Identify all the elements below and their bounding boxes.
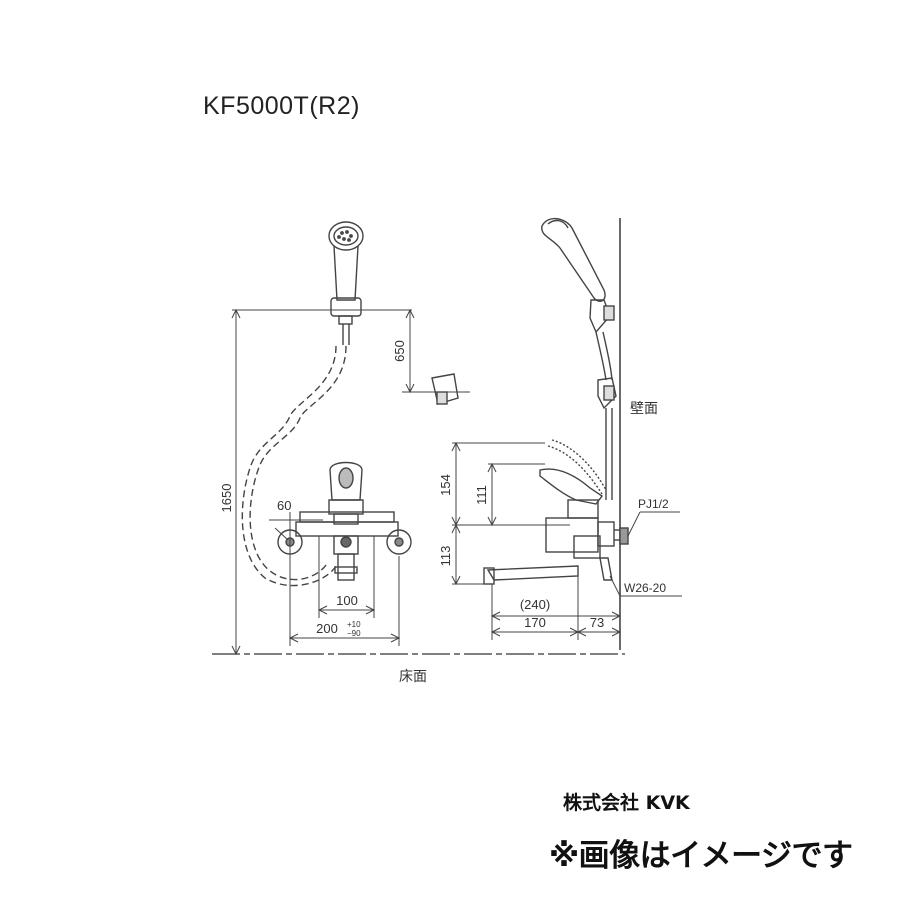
dim-100 bbox=[317, 536, 376, 618]
dim-650-label: 650 bbox=[392, 340, 407, 362]
side-view bbox=[451, 218, 682, 650]
dim-tol-plus: +10 bbox=[347, 620, 361, 629]
shower-head-front bbox=[328, 221, 364, 345]
dim-100-label: 100 bbox=[336, 593, 358, 608]
dim-113-label: 113 bbox=[438, 546, 453, 567]
dim-154 bbox=[451, 441, 545, 527]
mixer-front bbox=[277, 461, 412, 581]
dim-111-label: 111 bbox=[474, 485, 489, 505]
dim-60-label: 60 bbox=[277, 498, 291, 513]
dim-240-label: (240) bbox=[520, 597, 550, 612]
image-notice: ※画像はイメージです bbox=[549, 838, 853, 874]
front-view bbox=[212, 221, 625, 656]
dim-154-label: 154 bbox=[438, 474, 453, 496]
dim-200 bbox=[288, 556, 401, 646]
dim-170-label: 170 bbox=[524, 615, 546, 630]
dim-200-label: 200 bbox=[316, 621, 338, 636]
dim-650 bbox=[402, 308, 470, 394]
dim-73-label: 73 bbox=[590, 615, 604, 630]
dim-60 bbox=[269, 512, 323, 558]
hose-front bbox=[249, 345, 347, 581]
mixer-side bbox=[545, 499, 629, 581]
dim-111 bbox=[487, 462, 545, 527]
maker-logo: 株式会社 KVK bbox=[563, 792, 690, 814]
thread-pj-label: PJ1/2 bbox=[638, 497, 669, 511]
dim-tol-minus: −90 bbox=[347, 629, 361, 638]
dim-1650-label: 1650 bbox=[219, 484, 234, 513]
floor-label: 床面 bbox=[399, 668, 427, 684]
thread-w-label: W26-20 bbox=[624, 581, 666, 595]
wall-hook bbox=[431, 373, 459, 405]
slide-bar-side bbox=[541, 218, 617, 500]
page-title: KF5000T(R2) bbox=[203, 92, 360, 120]
lever bbox=[539, 468, 604, 505]
dim-1650 bbox=[231, 308, 412, 656]
wall-label: 壁面 bbox=[630, 400, 658, 416]
dim-spout bbox=[490, 566, 622, 640]
spout-side bbox=[483, 565, 579, 585]
dim-113 bbox=[451, 523, 486, 586]
